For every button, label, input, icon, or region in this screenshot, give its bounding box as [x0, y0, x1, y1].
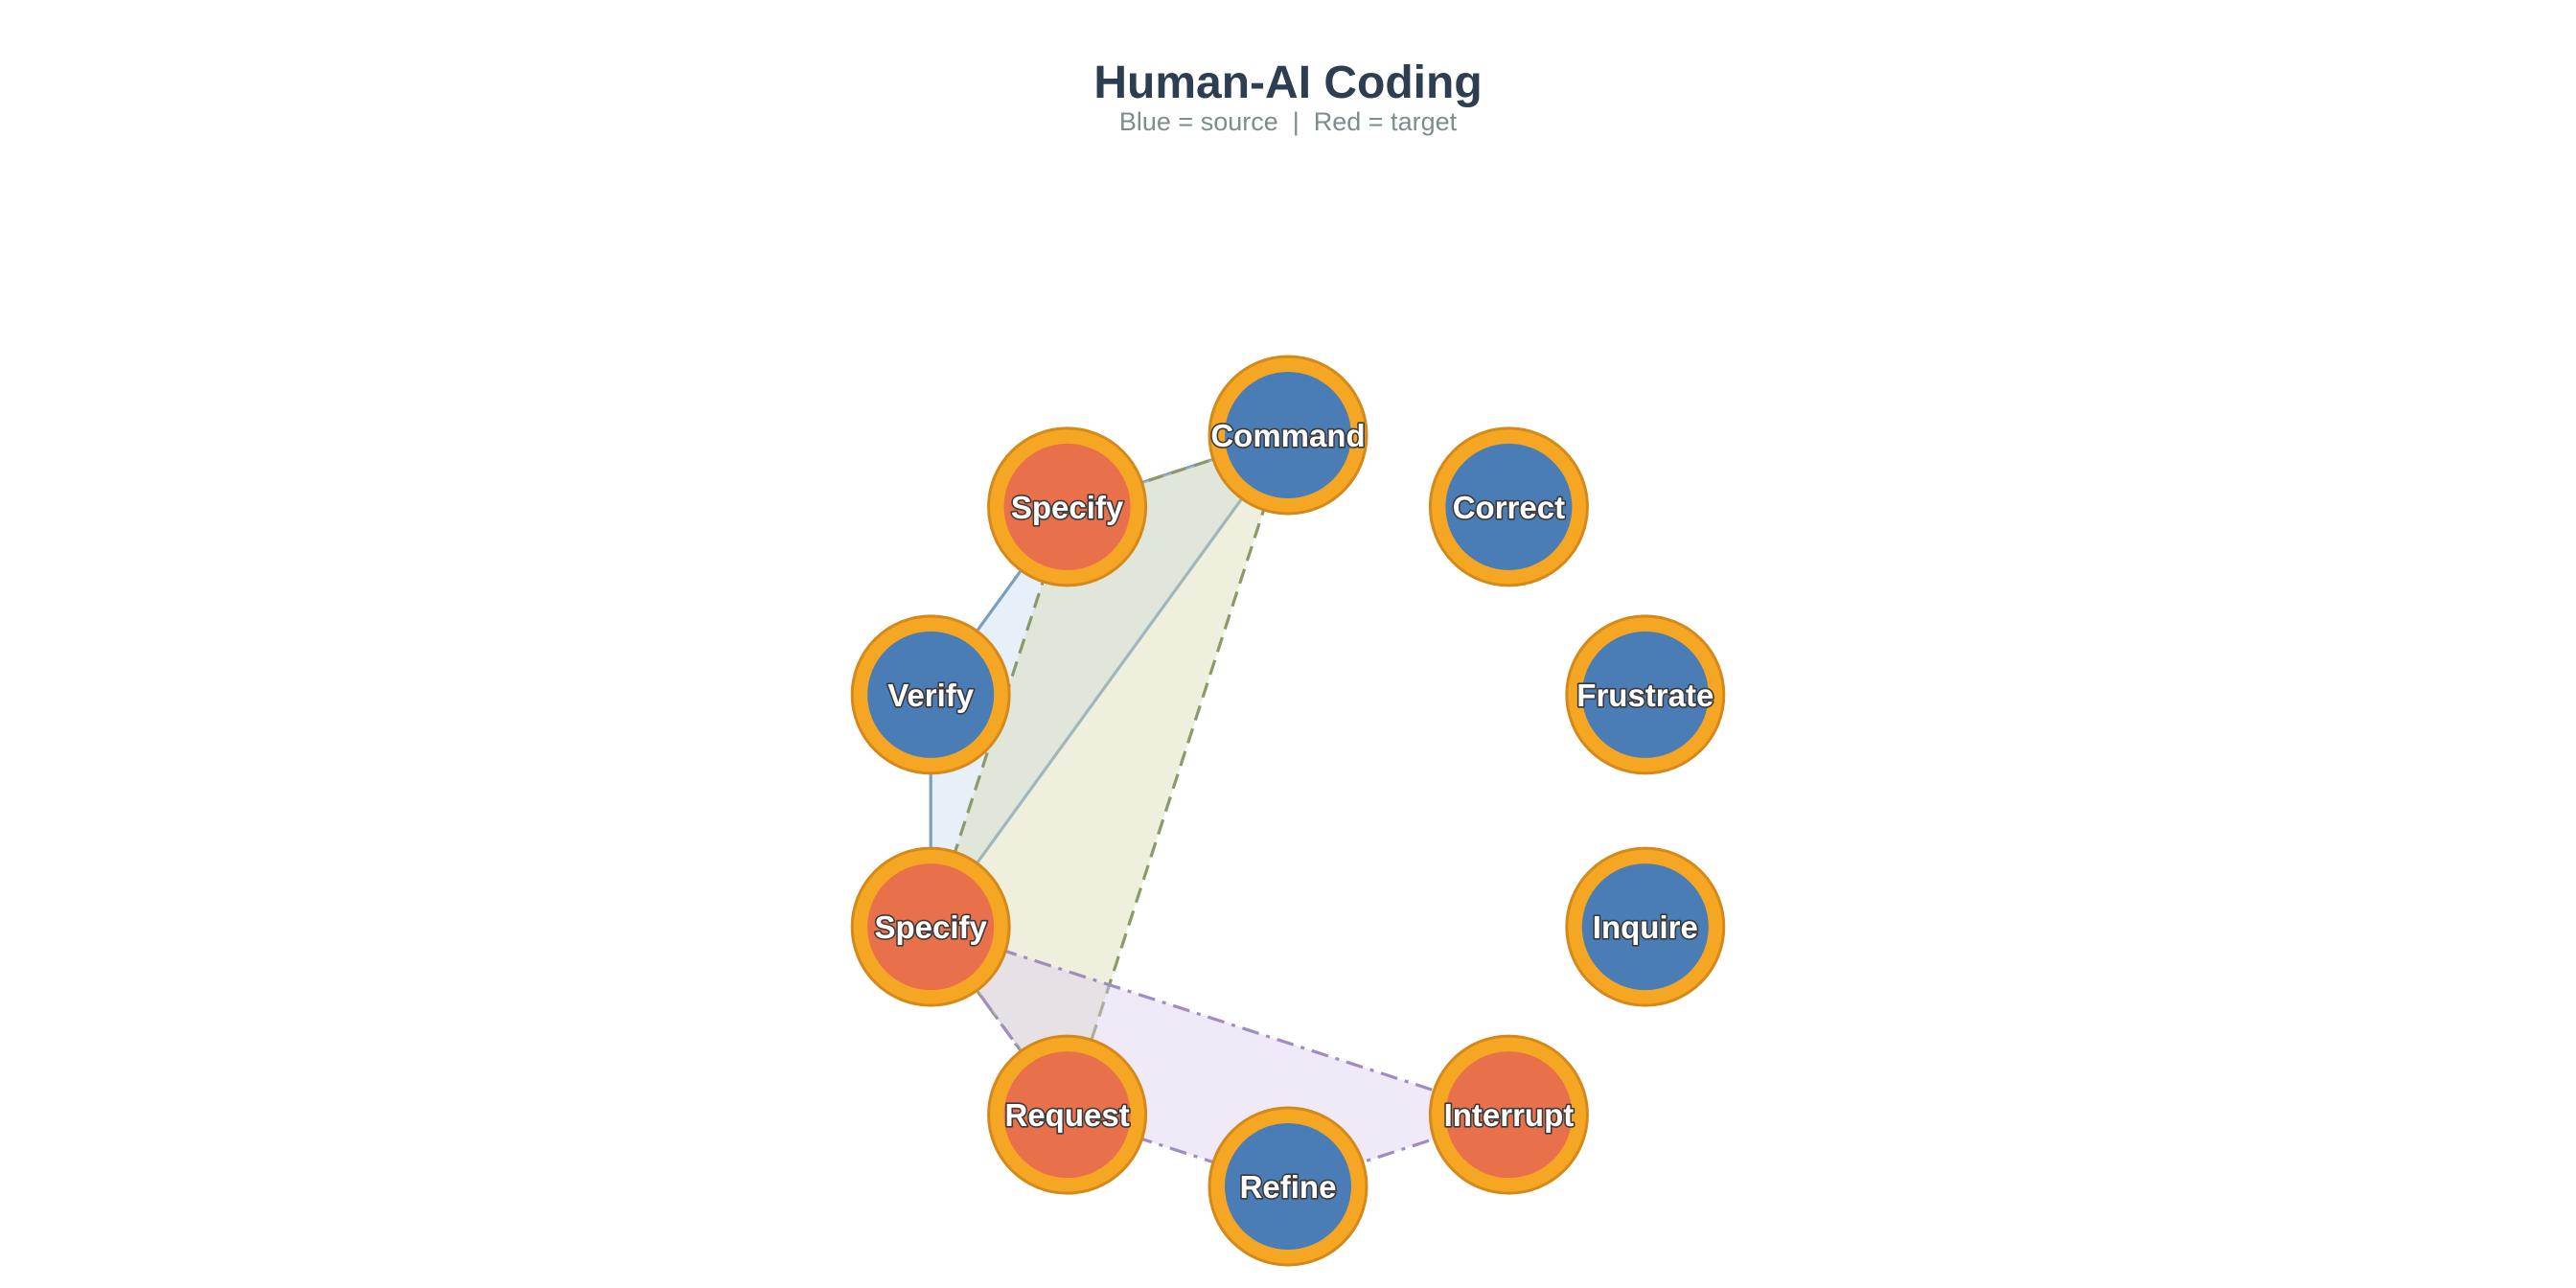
node-label: Request [1004, 1097, 1129, 1133]
node-correct-1[interactable]: Correct [1428, 426, 1589, 587]
node-label: Correct [1453, 490, 1565, 525]
node-inquire-3[interactable]: Inquire [1565, 846, 1726, 1007]
node-label: Specify [874, 909, 987, 945]
node-label: Frustrate [1576, 678, 1714, 713]
node-frustrate-2[interactable]: Frustrate [1565, 614, 1726, 775]
diagram-title: Human-AI Coding [1093, 58, 1482, 108]
node-interrupt-4[interactable]: Interrupt [1428, 1034, 1589, 1195]
node-command-0[interactable]: Command [1208, 355, 1368, 516]
diagram-subtitle: Blue = source | Red = target [1119, 107, 1458, 136]
node-core-source [1581, 863, 1709, 991]
node-core-target [867, 863, 995, 991]
node-layer: CommandCorrectFrustrateInquireInterruptR… [850, 355, 1726, 1267]
node-label: Command [1210, 418, 1365, 453]
node-core-source [1445, 443, 1573, 570]
node-core-target [1003, 1051, 1131, 1179]
node-core-source [1581, 631, 1709, 758]
node-request-6[interactable]: Request [987, 1034, 1148, 1195]
node-label: Verify [887, 678, 975, 713]
node-label: Inquire [1593, 909, 1698, 945]
node-core-source [1225, 1123, 1351, 1250]
node-core-target [1445, 1051, 1573, 1179]
node-label: Specify [1011, 490, 1124, 525]
node-refine-5[interactable]: Refine [1208, 1106, 1368, 1267]
node-specify-7[interactable]: Specify [850, 846, 1011, 1007]
node-core-source [1225, 372, 1351, 498]
node-label: Refine [1240, 1169, 1337, 1205]
node-specify-9[interactable]: Specify [987, 426, 1148, 587]
node-core-target [1003, 443, 1131, 570]
node-label: Interrupt [1444, 1097, 1575, 1133]
node-core-source [867, 631, 995, 758]
node-verify-8[interactable]: Verify [850, 614, 1011, 775]
